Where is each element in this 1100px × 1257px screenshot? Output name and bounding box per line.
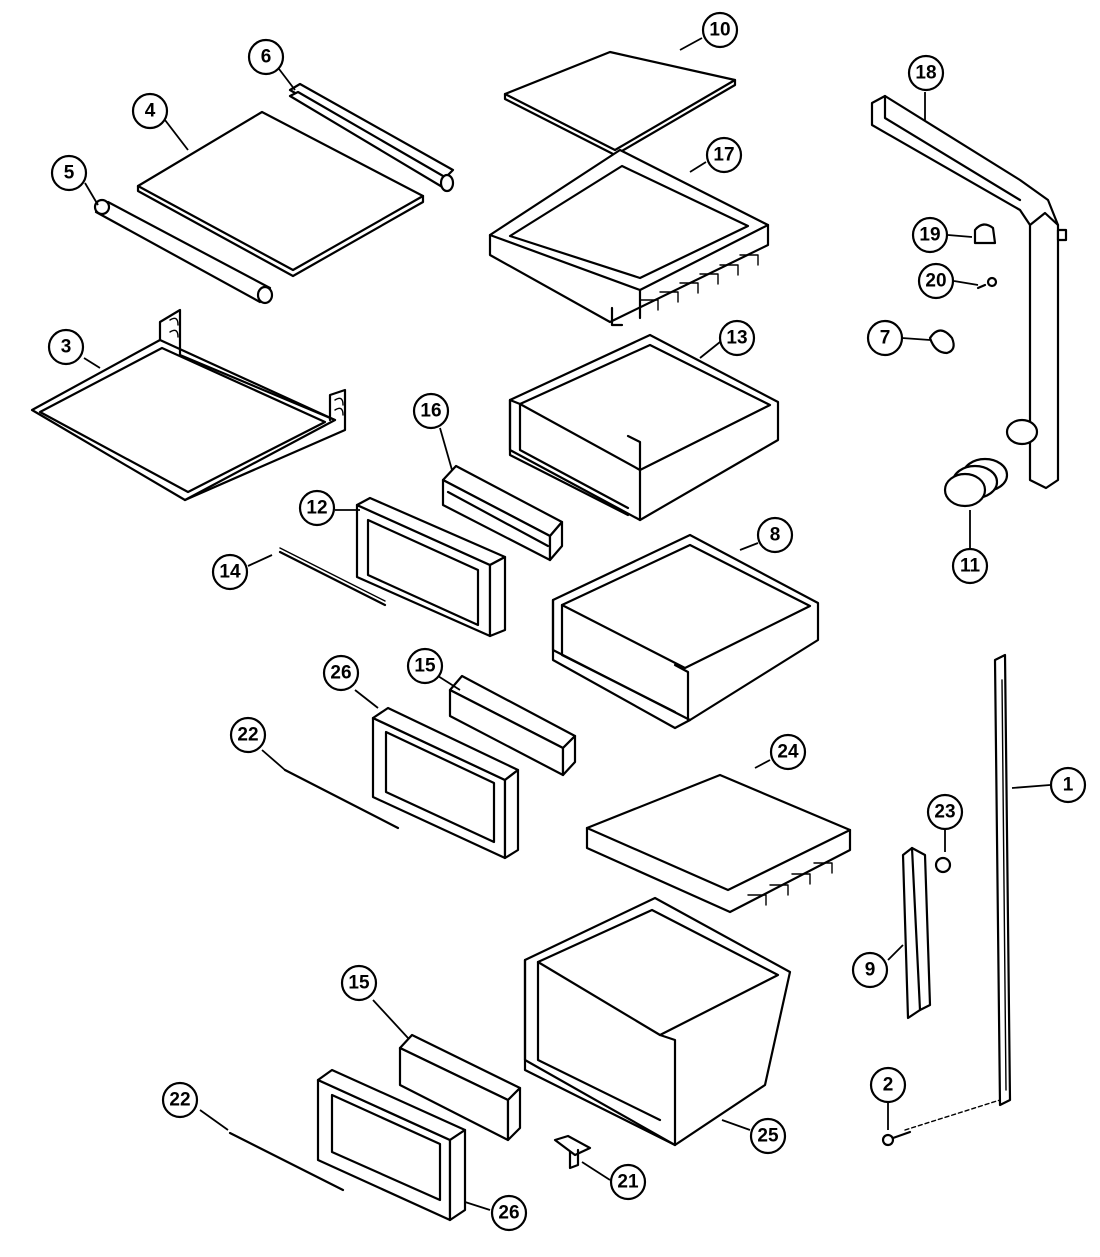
svg-text:17: 17 [713,145,734,166]
svg-text:16: 16 [420,401,441,422]
part-4-glass-shelf [136,110,425,278]
callout-14: 14 [211,553,249,591]
svg-text:22: 22 [237,725,258,746]
part-3-shelf-frame [30,308,347,502]
part-16-drawer-handle [441,464,564,562]
part-10-crisper-cover-glass [503,50,737,157]
svg-text:2: 2 [883,1075,894,1096]
callout-9: 9 [851,951,889,989]
svg-text:23: 23 [934,802,955,823]
svg-text:1: 1 [1063,775,1074,796]
callout-23: 23 [926,793,964,831]
svg-text:14: 14 [219,562,241,583]
svg-text:25: 25 [757,1126,779,1147]
part-22-drawer-rod-lower [228,1131,345,1192]
callout-12: 12 [298,489,336,527]
callout-6: 6 [247,38,285,76]
callout-26-upper: 26 [322,654,360,692]
callout-1: 1 [1049,766,1087,804]
svg-text:26: 26 [330,663,351,684]
svg-text:19: 19 [919,225,940,246]
svg-text:20: 20 [925,271,946,292]
callout-24: 24 [769,733,807,771]
svg-text:4: 4 [145,101,156,122]
callout-20: 20 [917,262,955,300]
part-24-crisper-cover [585,773,852,914]
part-26-drawer-front-lower [316,1068,467,1222]
part-13-crisper-drawer [508,333,780,522]
callout-18: 18 [907,54,945,92]
svg-text:7: 7 [880,328,891,349]
callout-26-lower: 26 [490,1194,528,1232]
part-15-drawer-handle [448,674,577,777]
svg-text:5: 5 [64,163,75,184]
callout-17: 17 [705,136,743,174]
callout-2: 2 [869,1066,907,1104]
part-2-screw [881,1099,1001,1147]
svg-text:6: 6 [261,47,272,68]
part-9-track [901,846,932,1020]
callout-7: 7 [866,319,904,357]
part-11-duct-grommet [943,457,1009,508]
callout-16: 16 [412,392,450,430]
callout-22-upper: 22 [229,716,267,754]
svg-text:15: 15 [348,973,370,994]
callout-15-upper: 15 [406,647,444,685]
callout-19: 19 [911,216,949,254]
svg-text:10: 10 [709,20,730,41]
part-6-shelf-rear-trim [288,82,455,193]
callout-15-lower: 15 [340,964,378,1002]
svg-text:9: 9 [865,960,876,981]
leader-lines [83,37,1051,1211]
svg-text:18: 18 [915,63,936,84]
svg-text:21: 21 [617,1172,639,1193]
callout-21: 21 [609,1163,647,1201]
part-18-air-duct [870,94,1068,490]
svg-text:22: 22 [169,1090,190,1111]
part-21-clip [553,1134,592,1170]
svg-text:15: 15 [414,656,436,677]
part-17-crisper-cover-frame [488,148,770,327]
callout-5: 5 [50,154,88,192]
part-5-shelf-front-trim [93,198,274,305]
callout-25: 25 [749,1117,787,1155]
svg-text:3: 3 [61,337,72,358]
part-14-drawer-rod [278,547,387,607]
part-1-shelf-ladder [993,653,1012,1107]
callout-3: 3 [47,328,85,366]
callout-8: 8 [756,516,794,554]
callout-13: 13 [718,319,756,357]
part-8-crisper-drawer [551,533,820,730]
callout-4: 4 [131,92,169,130]
svg-text:8: 8 [770,525,781,546]
part-22-drawer-rod [283,768,400,830]
svg-text:12: 12 [306,498,327,519]
part-20-screw [976,276,998,290]
callout-11: 11 [951,547,989,585]
part-25-crisper-drawer [523,896,792,1147]
part-26-drawer-front [371,706,520,860]
svg-text:26: 26 [498,1203,519,1224]
part-12-drawer-front [355,496,507,638]
part-19-retainer [973,223,997,245]
part-7-clip [928,329,955,355]
svg-text:13: 13 [726,328,747,349]
part-15-drawer-handle-lower [398,1033,522,1142]
svg-text:24: 24 [777,742,799,763]
callout-22-lower: 22 [161,1081,199,1119]
callout-10: 10 [701,11,739,49]
svg-text:11: 11 [960,556,981,577]
part-23-nut [934,856,952,874]
